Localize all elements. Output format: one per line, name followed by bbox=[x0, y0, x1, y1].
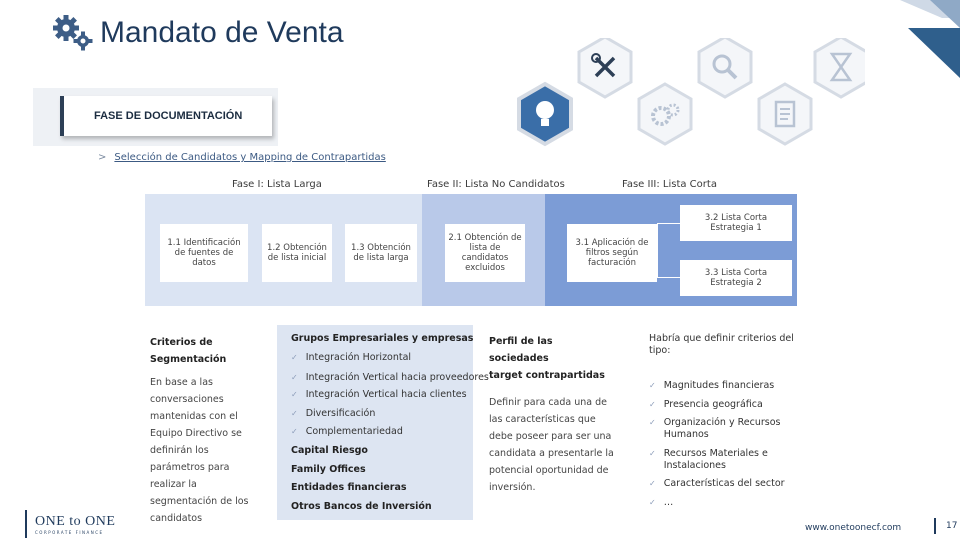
profile-line: Definir para cada una de bbox=[489, 397, 608, 408]
list-item: ✓Integración Vertical hacia proveedores bbox=[291, 372, 489, 383]
criteria-line: mantenidas con el bbox=[150, 411, 238, 422]
profile-line: inversión. bbox=[489, 482, 536, 493]
group-category: Family Offices bbox=[291, 464, 366, 475]
criteria-line: realizar la bbox=[150, 479, 197, 490]
phase-1-label: Fase I: Lista Larga bbox=[232, 179, 322, 190]
selection-text: Selección de Candidatos y Mapping de Con… bbox=[114, 152, 386, 163]
checkmark-icon: ✓ bbox=[649, 498, 656, 507]
checkmark-icon: ✓ bbox=[649, 449, 656, 458]
tools-icon bbox=[577, 38, 633, 99]
list-item: ✓… bbox=[649, 497, 674, 508]
page-title: Mandato de Venta bbox=[100, 16, 344, 49]
criteria-heading-1: Criterios de bbox=[150, 337, 213, 348]
gear-icon bbox=[637, 82, 693, 146]
list-item: ✓Complementariedad bbox=[291, 426, 403, 437]
chevron-right-icon: > bbox=[98, 152, 107, 163]
step-1-1: 1.1 Identificación de fuentes de datos bbox=[160, 224, 248, 282]
profile-line: las características que bbox=[489, 414, 596, 425]
criteria-heading-2: Segmentación bbox=[150, 354, 227, 365]
step-3-3: 3.3 Lista Corta Estrategia 2 bbox=[680, 260, 792, 296]
groups-panel: Grupos Empresariales y empresas ✓Integra… bbox=[277, 325, 489, 520]
phase-3-label: Fase III: Lista Corta bbox=[622, 179, 717, 190]
groups-heading: Grupos Empresariales y empresas bbox=[291, 333, 474, 344]
profile-line: debe poseer para ser una bbox=[489, 431, 612, 442]
lightbulb-icon bbox=[517, 82, 573, 146]
document-icon bbox=[757, 82, 813, 146]
logo-subtitle: CORPORATE FINANCE bbox=[35, 529, 104, 535]
list-item: ✓Presencia geográfica bbox=[649, 399, 763, 410]
group-category: Capital Riesgo bbox=[291, 445, 368, 456]
define-intro: Habría que definir criterios del tipo: bbox=[649, 333, 794, 356]
slide-title: Mandato de Venta bbox=[50, 12, 344, 54]
criteria-line: En base a las bbox=[150, 377, 213, 388]
checkmark-icon: ✓ bbox=[649, 418, 656, 427]
logo-name: ONE to ONE bbox=[35, 513, 116, 529]
criteria-line: conversaciones bbox=[150, 394, 224, 405]
criteria-line: candidatos bbox=[150, 513, 203, 524]
checkmark-icon: ✓ bbox=[649, 381, 656, 390]
list-item: ✓Recursos Materiales e Instalaciones bbox=[649, 448, 768, 471]
checkmark-icon: ✓ bbox=[291, 353, 298, 362]
checkmark-icon: ✓ bbox=[291, 390, 298, 399]
criteria-line: segmentación de los bbox=[150, 496, 249, 507]
list-item: ✓Características del sector bbox=[649, 478, 785, 489]
step-2-1: 2.1 Obtención de lista de candidatos exc… bbox=[445, 224, 525, 282]
criteria-column: Criterios de Segmentación En base a las … bbox=[150, 334, 262, 527]
step-3-2: 3.2 Lista Corta Estrategia 1 bbox=[680, 205, 792, 241]
step-1-2: 1.2 Obtención de lista inicial bbox=[262, 224, 332, 282]
selection-link[interactable]: > Selección de Candidatos y Mapping de Co… bbox=[98, 152, 386, 163]
hourglass-icon bbox=[813, 38, 865, 99]
page-number: 17 bbox=[946, 521, 958, 531]
corner-decoration bbox=[900, 0, 960, 78]
hexagon-icons bbox=[517, 38, 865, 146]
phase-2-label: Fase II: Lista No Candidatos bbox=[427, 179, 565, 190]
gears-icon bbox=[50, 12, 96, 54]
profile-line: candidata a presentarle la bbox=[489, 448, 614, 459]
profile-heading-1: Perfil de las sociedades bbox=[489, 336, 553, 364]
page-divider bbox=[934, 518, 936, 534]
list-item: ✓Integración Horizontal bbox=[291, 352, 412, 363]
website-url[interactable]: www.onetoonecf.com bbox=[805, 523, 902, 533]
list-item: ✓Magnitudes financieras bbox=[649, 380, 775, 391]
define-criteria-panel: Habría que definir criterios del tipo: ✓… bbox=[635, 325, 800, 520]
profile-column: Perfil de las sociedades target contrapa… bbox=[489, 333, 614, 496]
criteria-line: Equipo Directivo se bbox=[150, 428, 242, 439]
checkmark-icon: ✓ bbox=[649, 400, 656, 409]
group-category: Entidades financieras bbox=[291, 482, 407, 493]
step-1-3: 1.3 Obtención de lista larga bbox=[345, 224, 417, 282]
phase-banner: FASE DE DOCUMENTACIÓN bbox=[60, 96, 272, 136]
checkmark-icon: ✓ bbox=[291, 409, 298, 418]
step-3-1: 3.1 Aplicación de filtros según facturac… bbox=[567, 224, 657, 282]
step-connector bbox=[657, 223, 680, 278]
company-logo: ONE to ONE CORPORATE FINANCE bbox=[25, 510, 115, 538]
criteria-line: parámetros para bbox=[150, 462, 230, 473]
list-item: ✓Integración Vertical hacia clientes bbox=[291, 389, 467, 400]
logo-bar bbox=[25, 510, 27, 538]
checkmark-icon: ✓ bbox=[649, 479, 656, 488]
list-item: ✓Diversificación bbox=[291, 408, 376, 419]
search-icon bbox=[697, 38, 753, 99]
profile-line: potencial oportunidad de bbox=[489, 465, 609, 476]
list-item: ✓Organización y Recursos Humanos bbox=[649, 417, 781, 440]
checkmark-icon: ✓ bbox=[291, 427, 298, 436]
criteria-line: definirán los bbox=[150, 445, 209, 456]
checkmark-icon: ✓ bbox=[291, 373, 298, 382]
group-category: Otros Bancos de Inversión bbox=[291, 501, 432, 512]
profile-heading-2: target contrapartidas bbox=[489, 370, 605, 381]
